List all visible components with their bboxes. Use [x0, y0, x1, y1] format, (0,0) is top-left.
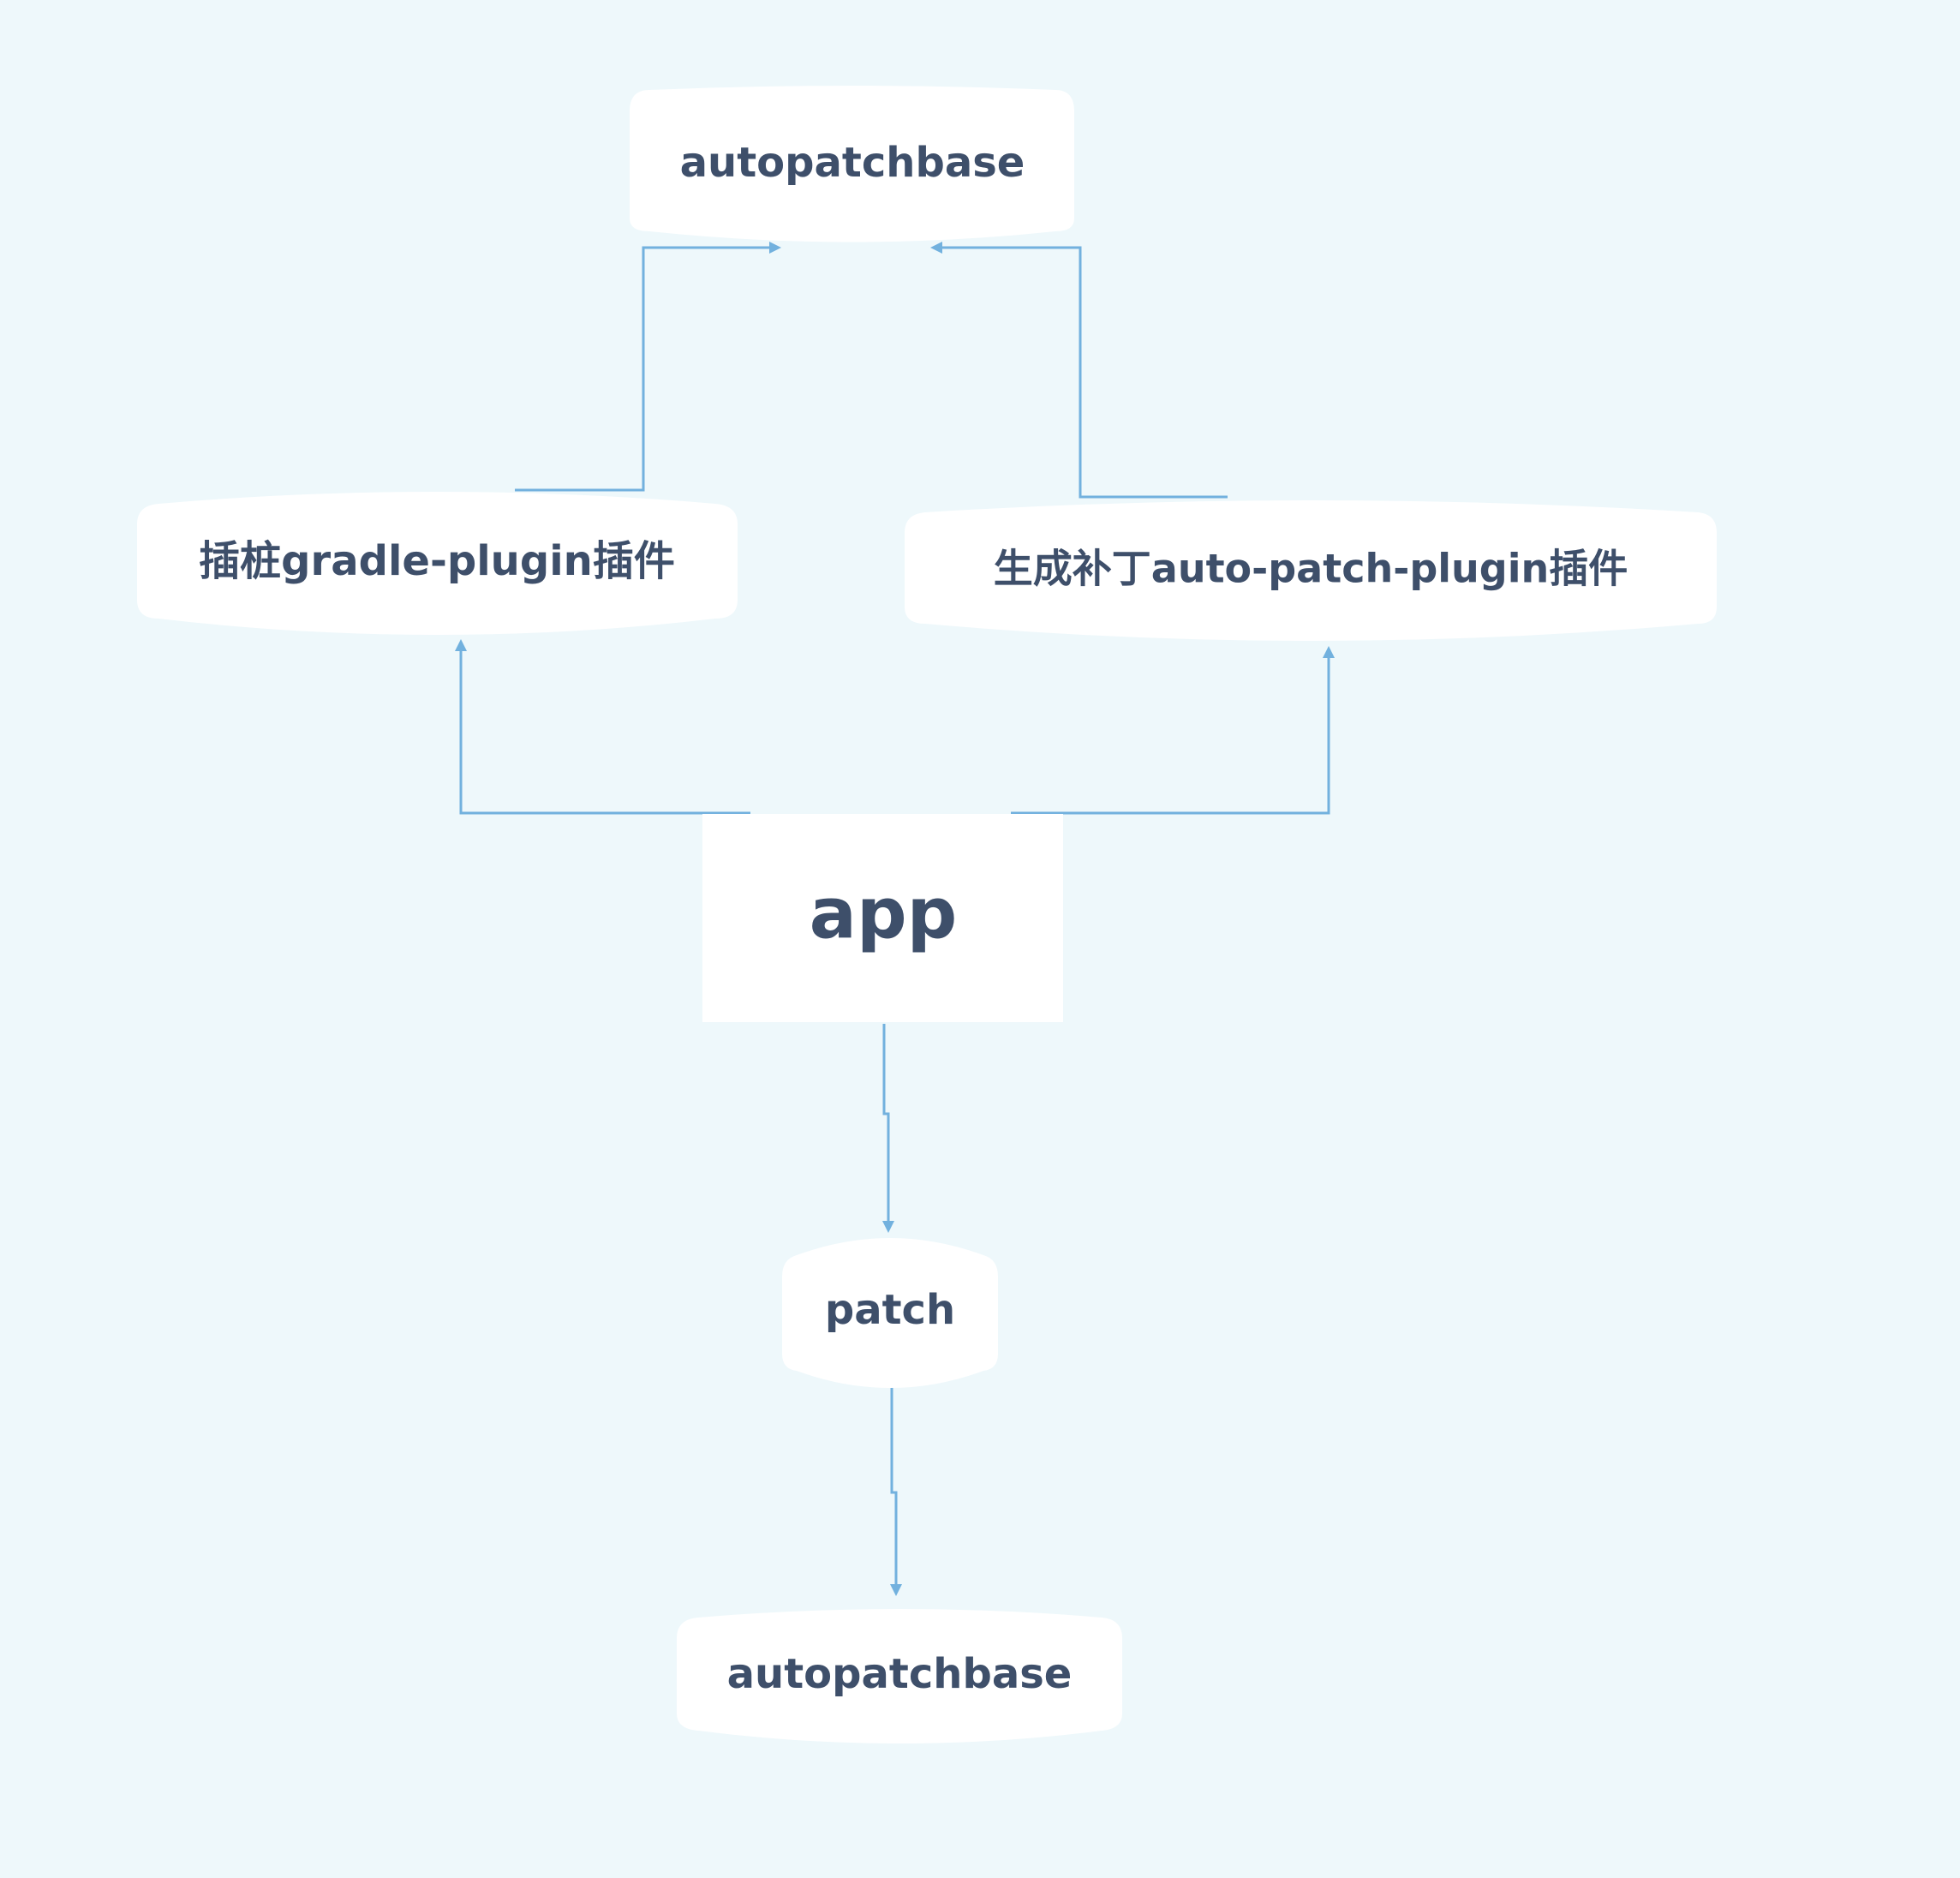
node-top-autopatchbase-label: autopatchbase: [680, 139, 1025, 187]
edge-app-to-gradle-plugin: [459, 651, 750, 815]
edge-gradle-plugin-to-top-base: [515, 246, 769, 492]
node-patch-label: patch: [825, 1286, 955, 1334]
node-gradle-plugin-shape: [137, 492, 738, 635]
node-top-autopatchbase-shape: [630, 86, 1074, 242]
node-auto-patch-plugin-label: 生成补丁auto-patch-plugin插件: [994, 546, 1628, 592]
node-auto-patch-plugin-shape: [905, 500, 1717, 641]
edge-app-to-patch: [882, 1024, 890, 1221]
node-auto-patch-plugin[interactable]: 生成补丁auto-patch-plugin插件: [905, 500, 1717, 641]
node-bottom-autopatchbase[interactable]: autopatchbase: [677, 1609, 1122, 1743]
arrowhead-app-to-patch-plugin: [1323, 646, 1335, 658]
edge-patch-to-bottom-base: [890, 1387, 898, 1584]
arrowhead-patch-to-bottom-base: [890, 1584, 902, 1596]
node-app-shape: [702, 814, 1063, 1022]
node-app-label: app: [810, 873, 958, 954]
node-gradle-plugin[interactable]: 插桩gradle-plugin插件: [137, 492, 738, 635]
node-gradle-plugin-label: 插桩gradle-plugin插件: [199, 537, 675, 585]
edges: [455, 242, 1335, 1596]
edge-app-to-patch-plugin: [1011, 658, 1330, 815]
arrowhead-app-to-gradle-plugin: [455, 639, 467, 651]
node-patch-shape: [782, 1238, 998, 1388]
arrowhead-gradle-plugin-to-top-base: [769, 242, 781, 254]
node-patch[interactable]: patch: [782, 1238, 998, 1388]
node-top-autopatchbase[interactable]: autopatchbase: [630, 86, 1074, 242]
arrowhead-app-to-patch: [882, 1221, 894, 1233]
node-app[interactable]: app: [702, 814, 1063, 1022]
edge-patch-plugin-to-top-base: [942, 246, 1228, 499]
nodes: autopatchbase 插桩gradle-plugin插件 生成补丁auto…: [137, 86, 1717, 1743]
node-bottom-autopatchbase-shape: [677, 1609, 1122, 1743]
arrowhead-patch-plugin-to-top-base: [930, 242, 942, 254]
node-bottom-autopatchbase-label: autopatchbase: [727, 1650, 1073, 1698]
